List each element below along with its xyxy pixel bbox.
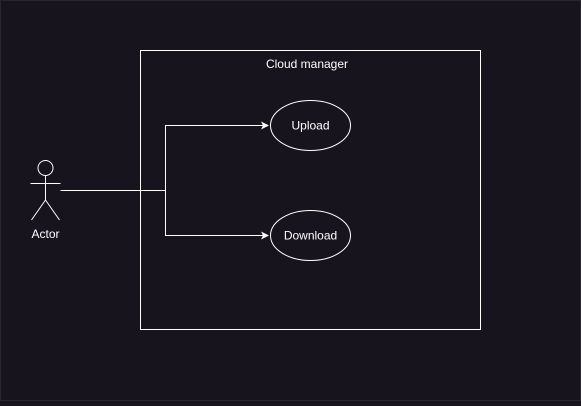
use-case-upload-label: Upload xyxy=(291,119,329,133)
system-boundary-label: Cloud manager xyxy=(266,57,348,71)
connector-actor-upload[interactable] xyxy=(60,121,269,191)
actor-left-leg xyxy=(31,199,46,221)
connector-actor-download[interactable] xyxy=(165,190,269,240)
use-case-upload[interactable] xyxy=(270,100,351,151)
actor-label: Actor xyxy=(31,227,59,241)
actor-right-leg xyxy=(45,199,60,221)
use-case-download[interactable] xyxy=(270,210,351,261)
actor-figure[interactable] xyxy=(30,160,61,221)
use-case-download-label: Download xyxy=(284,229,337,243)
